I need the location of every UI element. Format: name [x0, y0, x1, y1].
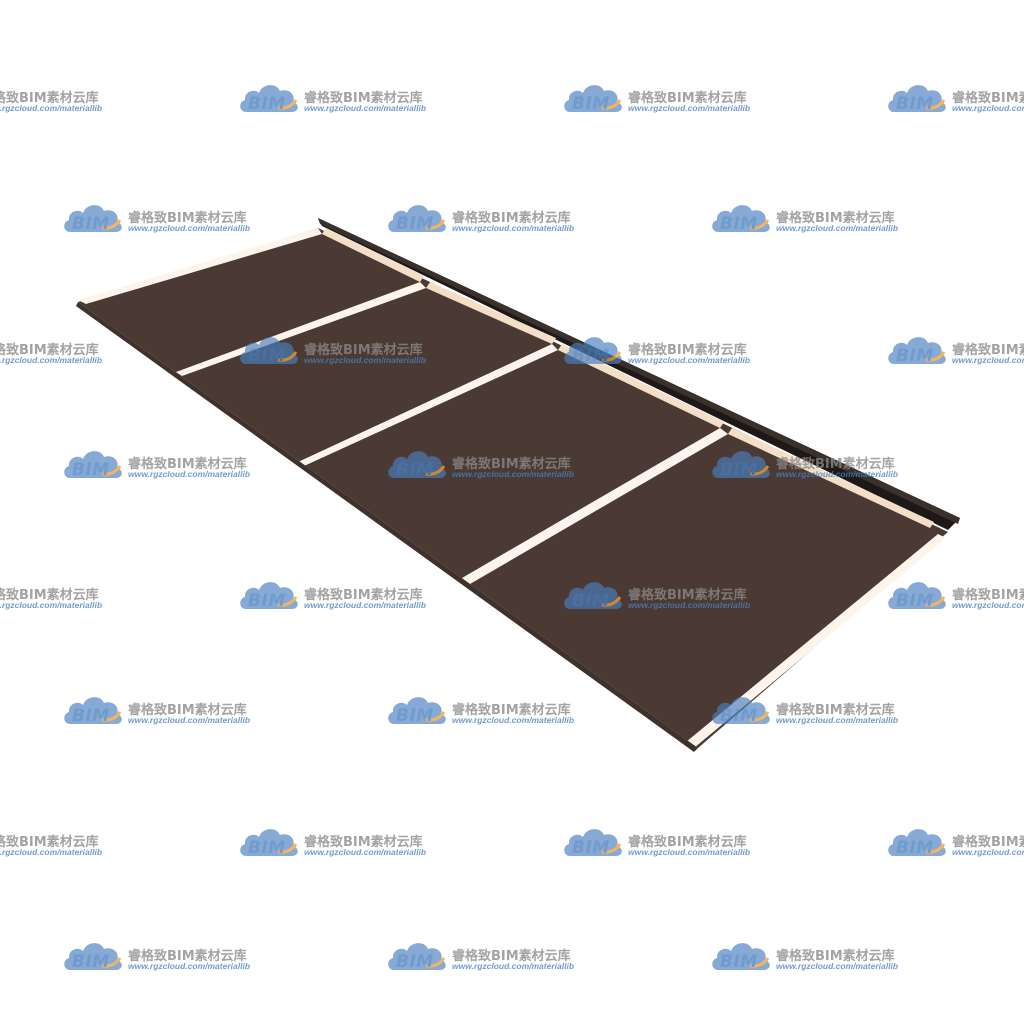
divider-strip [176, 282, 426, 376]
edge-light-strips [322, 228, 934, 528]
edge-light [558, 344, 724, 428]
panel-dividers [78, 228, 946, 748]
edge-light [728, 428, 934, 528]
front-edge [76, 302, 698, 752]
divider-strip [686, 534, 946, 748]
divider-strip [462, 428, 728, 584]
divider-strip [298, 344, 558, 466]
back-wall-top [318, 218, 960, 524]
divider-strip [78, 228, 322, 304]
edge-light [426, 282, 556, 344]
edge-light [322, 228, 424, 282]
floor-slab [78, 228, 948, 748]
